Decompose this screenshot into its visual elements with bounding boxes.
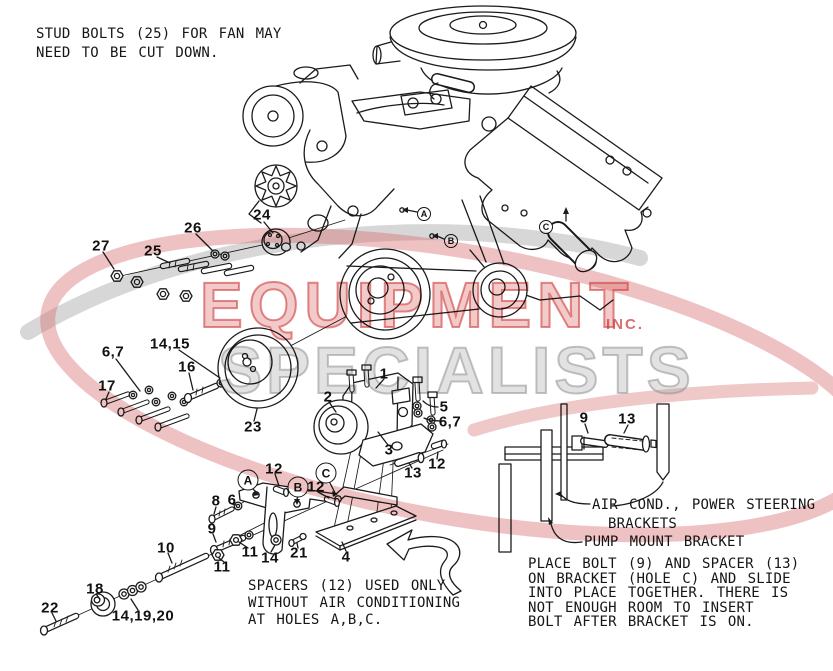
valve-cover: [507, 85, 663, 211]
bolt-washer-group: [100, 375, 232, 432]
inset-bolt-9: [571, 435, 583, 451]
nut: [110, 270, 124, 282]
stud-nut-group: [110, 228, 292, 302]
washer: [210, 249, 220, 259]
air-cleaner: [389, 5, 577, 61]
pulley-23: [217, 327, 299, 409]
big-arrow: [386, 529, 462, 596]
water-pump: [303, 129, 395, 217]
engine-drawing: [242, 5, 663, 340]
inset-bracket-detail: [498, 403, 670, 553]
